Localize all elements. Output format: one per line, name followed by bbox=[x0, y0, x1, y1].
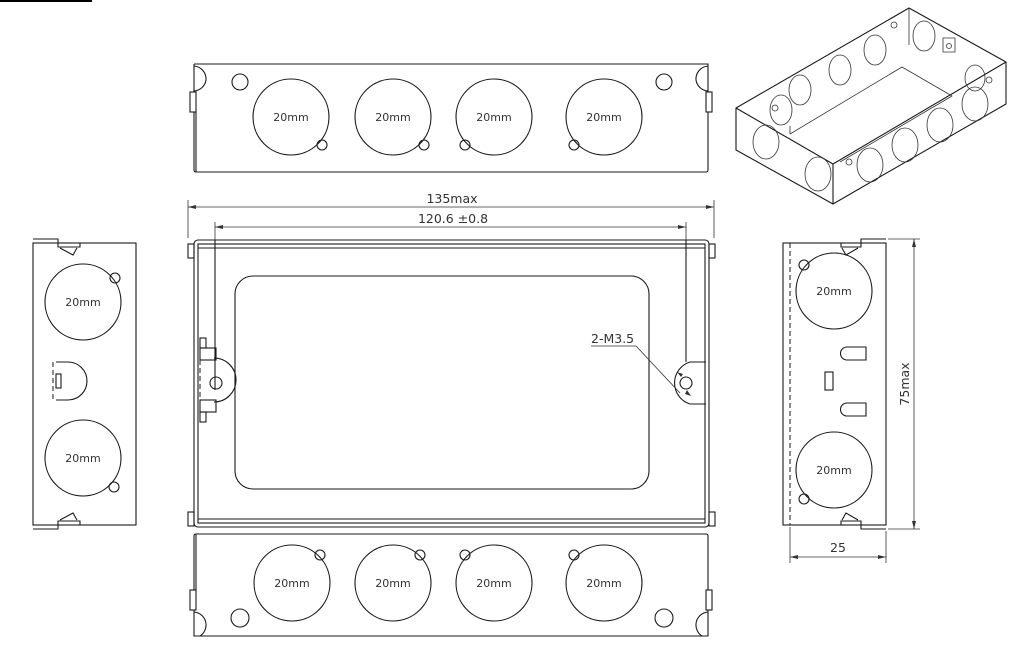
screw-callout: 2-M3.5 bbox=[591, 331, 634, 346]
small-hole bbox=[654, 608, 674, 628]
knockout-t3: 20mm bbox=[455, 78, 533, 156]
knockout-label: 20mm bbox=[274, 577, 309, 590]
dimension-height: 75max bbox=[888, 238, 920, 530]
knockout-b1: 20mm bbox=[253, 544, 331, 622]
knockout-label: 20mm bbox=[273, 111, 308, 124]
knockout-label: 20mm bbox=[476, 577, 511, 590]
knockout-t2: 20mm bbox=[354, 78, 432, 156]
dimension-overall: 135max bbox=[187, 191, 715, 238]
bottom-side-view: 20mm 20mm 20mm 20mm bbox=[189, 533, 713, 637]
dimension-depth-label: 25 bbox=[830, 540, 846, 555]
knockout-label: 20mm bbox=[586, 111, 621, 124]
dimension-mounting-center: 120.6 ±0.8 bbox=[418, 211, 488, 226]
dimension-height-label: 75max bbox=[897, 362, 912, 405]
knockout-label: 20mm bbox=[375, 111, 410, 124]
knockout-b4: 20mm bbox=[565, 544, 643, 622]
dimension-depth: 25 bbox=[789, 527, 887, 563]
knockout-label: 20mm bbox=[816, 464, 851, 477]
knockout-b2: 20mm bbox=[354, 544, 432, 622]
small-hole bbox=[655, 73, 673, 91]
small-hole bbox=[231, 73, 249, 91]
knockout-label: 20mm bbox=[816, 285, 851, 298]
dimension-mounting: 120.6 ±0.8 bbox=[214, 211, 687, 240]
top-side-view: 20mm 20mm 20mm 20mm bbox=[189, 63, 713, 173]
small-hole bbox=[230, 608, 250, 628]
knockout-label: 20mm bbox=[65, 452, 100, 465]
knockout-t4: 20mm bbox=[565, 78, 643, 156]
left-end-view: 20mm 20mm bbox=[32, 238, 137, 530]
knockout-label: 20mm bbox=[476, 111, 511, 124]
knockout-b3: 20mm bbox=[455, 544, 533, 622]
knockout-label: 20mm bbox=[586, 577, 621, 590]
right-end-view: 20mm 20mm bbox=[782, 238, 887, 530]
isometric-view bbox=[735, 7, 1007, 205]
knockout-t1: 20mm bbox=[252, 78, 330, 156]
plan-view: 2-M3.5 bbox=[187, 239, 716, 528]
knockout-label: 20mm bbox=[65, 296, 100, 309]
knockout-label: 20mm bbox=[375, 577, 410, 590]
dimension-overall-length: 135max bbox=[426, 191, 477, 206]
